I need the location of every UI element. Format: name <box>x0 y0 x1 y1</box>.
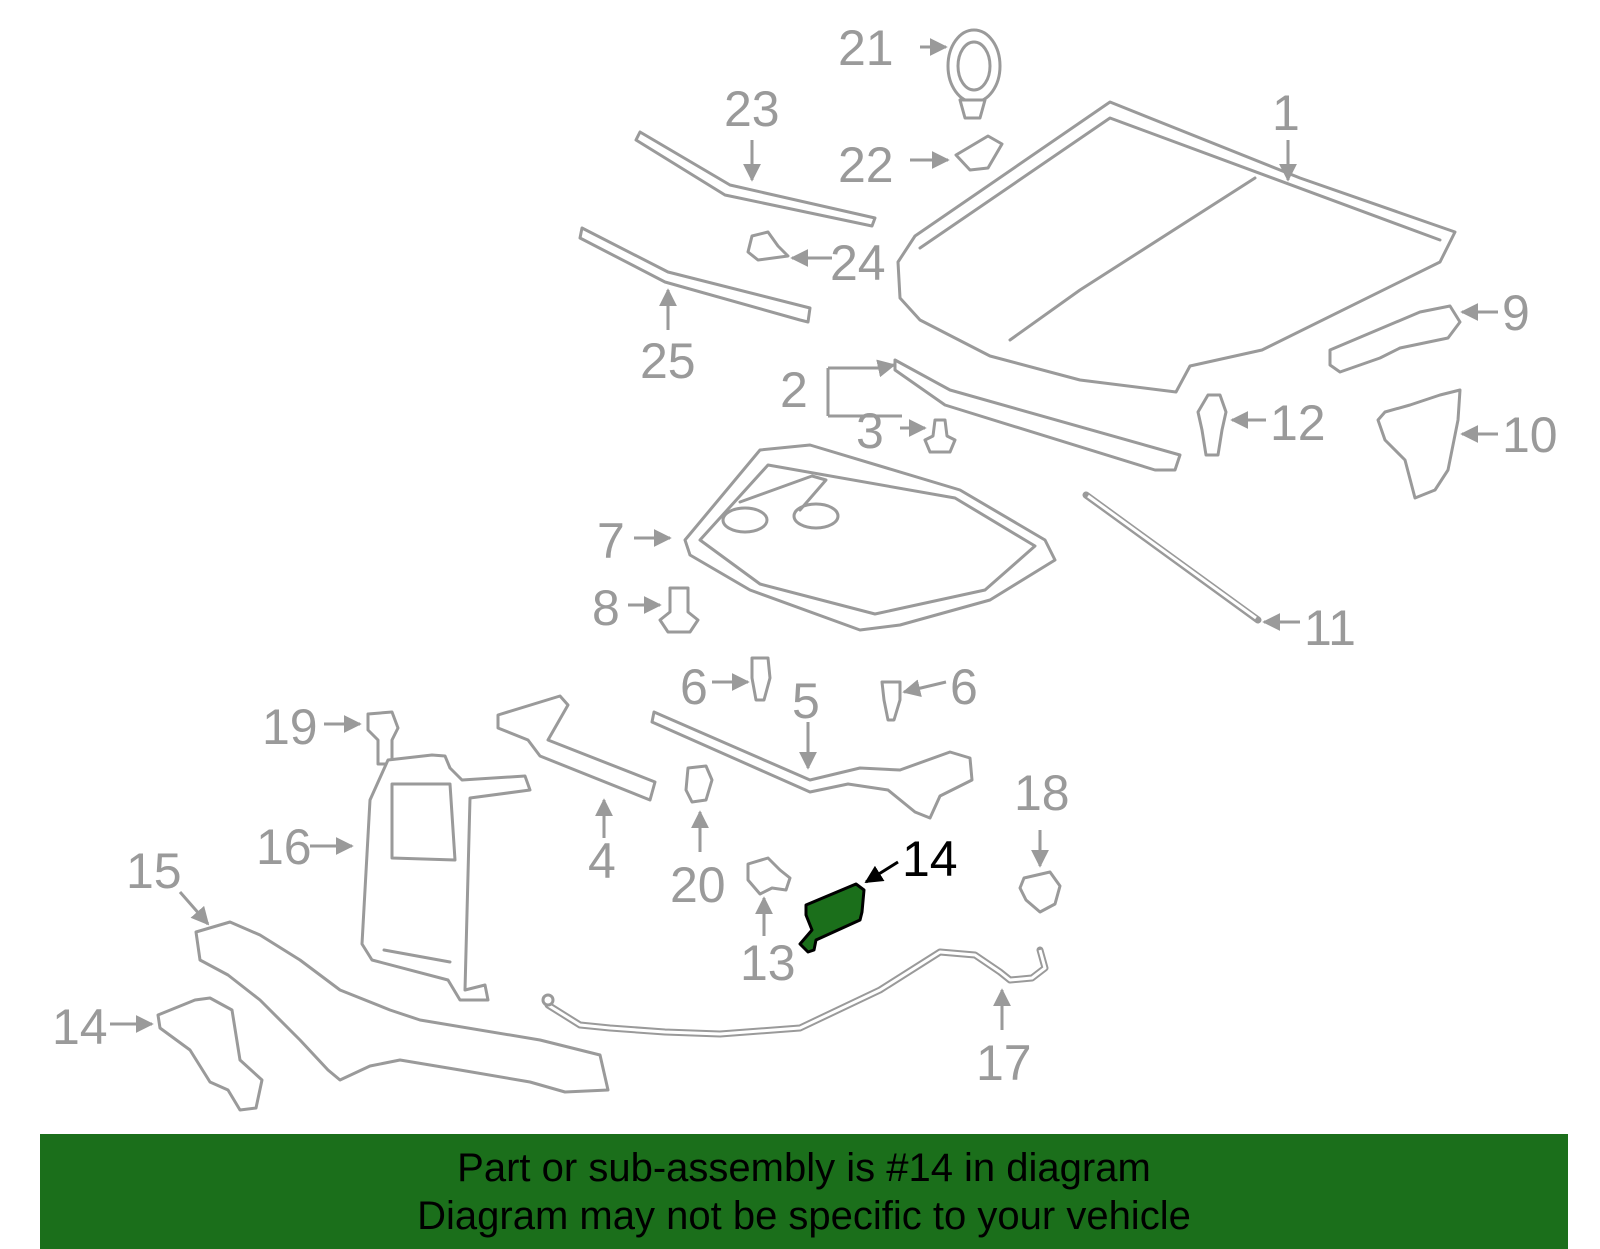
callout-2-bracket <box>826 366 902 418</box>
callout-12: 12 <box>1270 395 1326 451</box>
callout-15: 14 <box>52 999 108 1055</box>
clip-part-3[interactable] <box>923 418 957 454</box>
callout-11: 11 <box>1304 600 1356 656</box>
callout-6a: 6 <box>680 659 708 715</box>
clip-part-25[interactable] <box>746 230 790 262</box>
callout-14: 14 <box>902 831 958 887</box>
callout-7: 7 <box>597 513 625 569</box>
tie-bar-part-16[interactable] <box>194 920 610 1094</box>
clip-part-19[interactable] <box>1018 870 1062 914</box>
callout-23: 22 <box>838 137 894 193</box>
hood-insulator-part[interactable] <box>683 443 1057 632</box>
callout-3: 3 <box>856 403 884 459</box>
pin-part-6a[interactable] <box>750 656 772 702</box>
callout-8: 8 <box>592 580 620 636</box>
callout-17: 16 <box>256 819 312 875</box>
banner-line-1: Part or sub-assembly is #14 in diagram <box>457 1145 1151 1190</box>
grommet-part-21[interactable] <box>684 764 714 804</box>
bolt-part-20[interactable] <box>366 710 400 766</box>
bumper-part-12[interactable] <box>1196 393 1228 457</box>
push-pin-part-8[interactable] <box>658 586 700 634</box>
bracket-part-15[interactable] <box>156 996 264 1112</box>
bracket-part-9[interactable] <box>1328 304 1462 374</box>
support-part-5[interactable] <box>650 710 974 820</box>
highlighted-part-14[interactable] <box>798 882 866 954</box>
molding-part-24[interactable] <box>634 130 877 228</box>
callout-16: 15 <box>126 843 182 899</box>
ring-part-22[interactable] <box>946 28 1002 120</box>
callout-18: 17 <box>976 1035 1032 1091</box>
callout-13: 13 <box>740 935 796 991</box>
molding-part-26[interactable] <box>578 226 812 324</box>
hood-seal-part[interactable] <box>893 358 1182 472</box>
callout-22: 21 <box>838 20 894 76</box>
shield-part-10[interactable] <box>1376 388 1462 500</box>
callout-5: 5 <box>792 673 820 729</box>
callout-10: 10 <box>1502 407 1558 463</box>
callout-9: 9 <box>1502 285 1530 341</box>
gas-strut-part[interactable] <box>1082 491 1262 624</box>
callout-21: 20 <box>670 857 726 913</box>
callout-1: 1 <box>1272 85 1300 141</box>
banner-line-2: Diagram may not be specific to your vehi… <box>417 1193 1191 1238</box>
callout-24: 23 <box>724 81 780 137</box>
bolt-part-13[interactable] <box>746 856 792 896</box>
callout-6b: 6 <box>950 659 978 715</box>
callout-25: 24 <box>830 235 886 291</box>
pin-part-6b[interactable] <box>880 680 902 722</box>
callout-2: 2 <box>780 362 808 418</box>
hood-part[interactable] <box>896 100 1457 394</box>
callout-19: 18 <box>1014 765 1070 821</box>
callout-20: 19 <box>262 699 318 755</box>
radiator-support-part[interactable] <box>360 753 532 1002</box>
clip-part-23[interactable] <box>954 134 1004 172</box>
brace-part-4[interactable] <box>496 694 657 802</box>
info-banner: Part or sub-assembly is #14 in diagram D… <box>40 1134 1568 1249</box>
callout-26: 25 <box>640 333 696 389</box>
callout-4: 4 <box>588 833 616 889</box>
release-cable-part[interactable] <box>541 946 1049 1038</box>
